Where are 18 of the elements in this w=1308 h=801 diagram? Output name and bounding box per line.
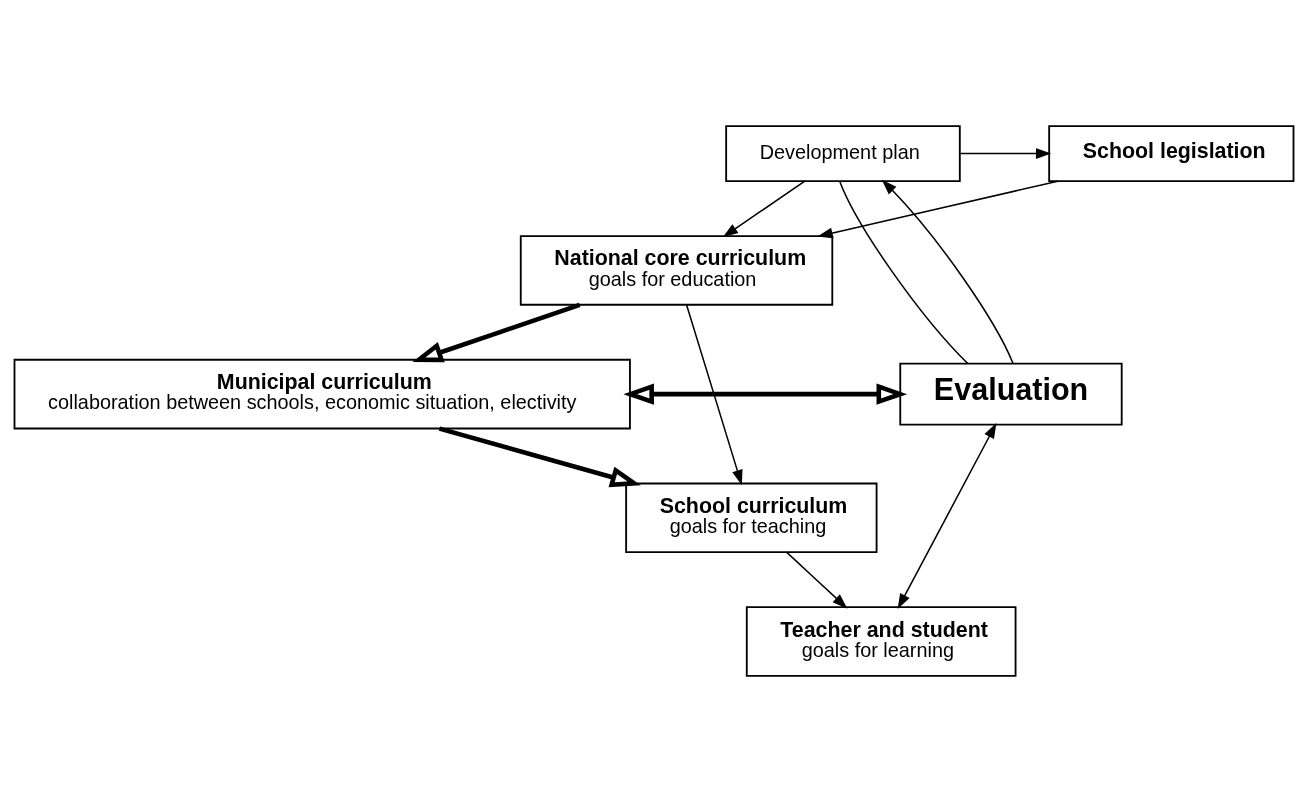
- arrow: [438, 425, 641, 487]
- arrow: [412, 302, 581, 362]
- node-box: Teacher and student goals for learning: [745, 605, 1017, 677]
- arrow: [881, 179, 1014, 364]
- arrow: [722, 179, 806, 237]
- node-box: Development plan: [725, 124, 961, 182]
- node-box: School legislation: [1048, 124, 1295, 182]
- arrow: [897, 422, 997, 609]
- connector: [839, 180, 969, 364]
- node-box: School curriculum goals for teaching: [625, 482, 878, 553]
- node-box: Municipal curriculum collaboration between schools, economic situation, electivity: [13, 358, 631, 429]
- arrow: [623, 382, 908, 405]
- arrow: [817, 179, 1059, 238]
- arrow: [786, 551, 848, 609]
- arrow: [685, 303, 743, 485]
- node-box: Evaluation: [899, 362, 1123, 426]
- arrow: [959, 147, 1052, 159]
- node-box: National core curriculum goals for education: [519, 234, 834, 306]
